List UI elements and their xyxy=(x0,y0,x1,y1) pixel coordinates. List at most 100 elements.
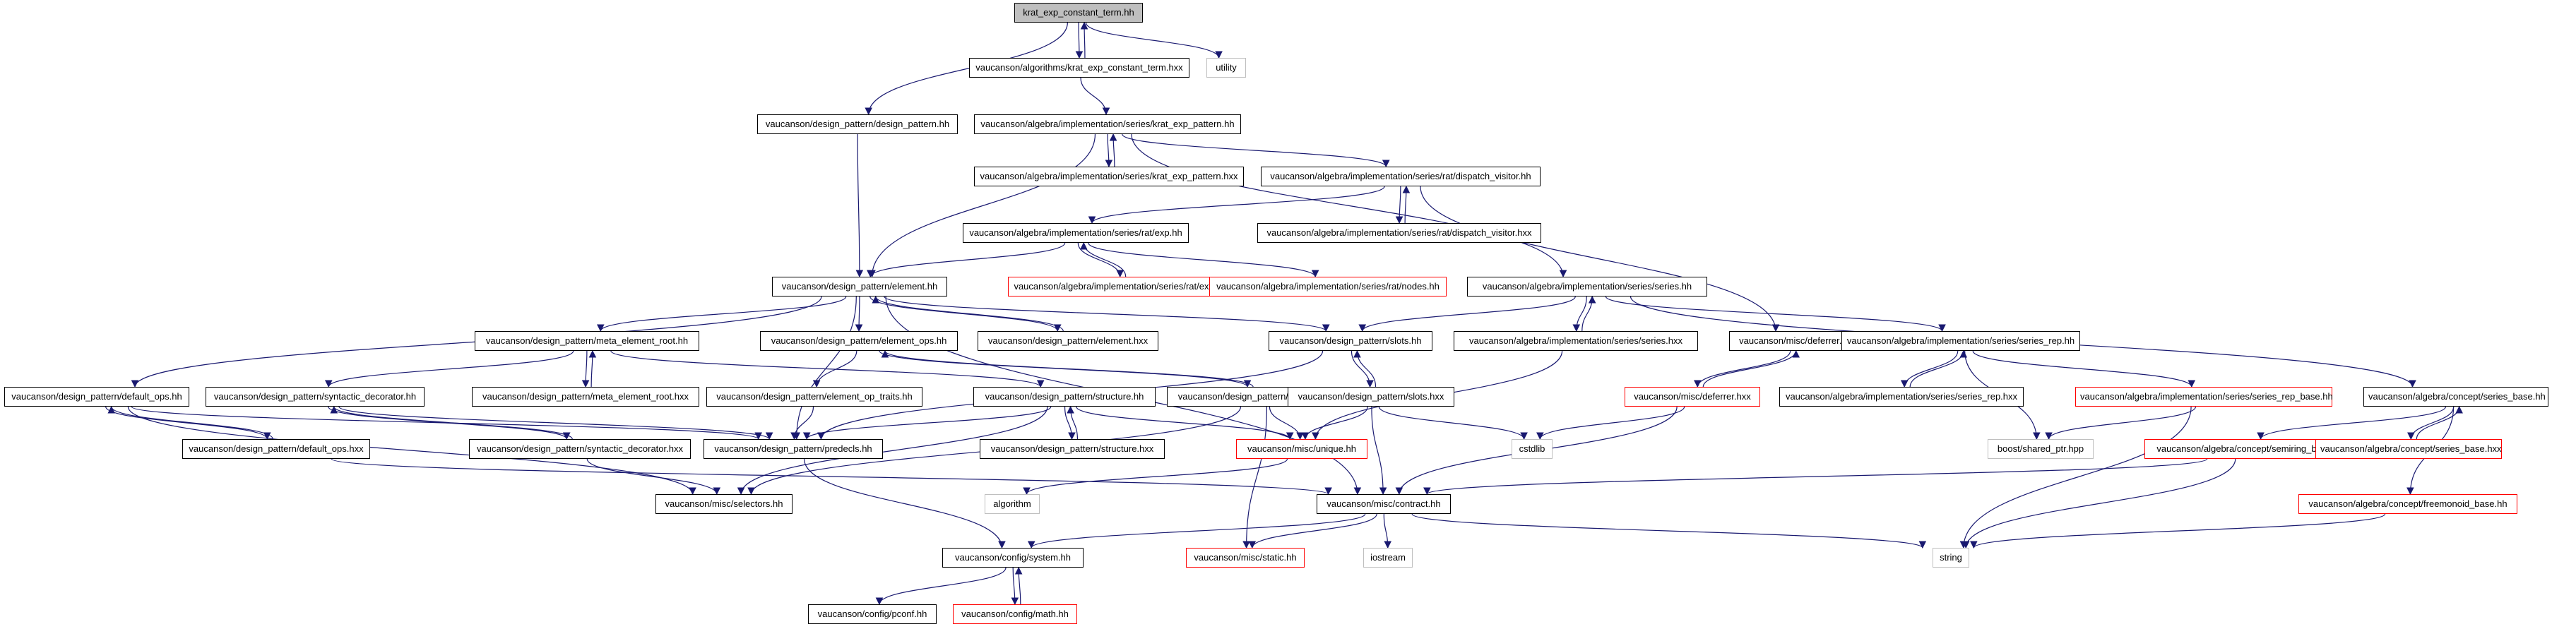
edge-dispatch-visitor-hh-to-dispatch-visitor-hxx xyxy=(1395,186,1403,224)
edge-deferrer-hxx-to-deferrer-hh xyxy=(1702,349,1800,388)
edge-predecls-hh-to-system-hh xyxy=(803,458,1006,549)
edge-contract-hh-to-string xyxy=(1411,513,1926,549)
edge-syntactic-decorator-hh-to-predecls-hh xyxy=(338,406,773,441)
node-system-hh[interactable]: vaucanson/config/system.hh xyxy=(942,548,1084,568)
edge-meta-element-root-hh-to-structure-hh xyxy=(610,350,1045,388)
edge-krat-exp-pattern-hh-to-element-hh xyxy=(868,133,1096,278)
node-math-hh[interactable]: vaucanson/config/math.hh xyxy=(953,604,1077,624)
edge-element-ops-hxx-to-static-hh xyxy=(1242,406,1267,549)
edge-series-hh-to-series-hxx xyxy=(1572,296,1587,333)
edge-krat-exp-pattern-hh-to-series-hh xyxy=(1131,133,1567,278)
edge-freemonoid-base-hh-to-string xyxy=(1970,513,2386,549)
node-default-ops-hxx[interactable]: vaucanson/design_pattern/default_ops.hxx xyxy=(182,439,370,459)
edge-krat-exp-pattern-hh-to-krat-exp-pattern-hxx xyxy=(1105,133,1113,168)
node-deferrer-hxx[interactable]: vaucanson/misc/deferrer.hxx xyxy=(1625,387,1760,407)
node-krat-exp-constant-term-hh[interactable]: krat_exp_constant_term.hh xyxy=(1014,3,1143,23)
edge-syntactic-decorator-hxx-to-selectors-hh xyxy=(586,458,721,496)
node-syntactic-decorator-hxx[interactable]: vaucanson/design_pattern/syntactic_decor… xyxy=(469,439,691,459)
node-structure-hh[interactable]: vaucanson/design_pattern/structure.hh xyxy=(973,387,1156,407)
edge-series-hh-to-slots-hh xyxy=(1358,296,1576,333)
node-static-hh[interactable]: vaucanson/misc/static.hh xyxy=(1186,548,1305,568)
edge-dispatch-visitor-hxx-to-dispatch-visitor-hh xyxy=(1402,185,1411,224)
node-unique-hh[interactable]: vaucanson/misc/unique.hh xyxy=(1236,439,1367,459)
node-algorithm: algorithm xyxy=(985,494,1040,514)
edge-default-ops-hh-to-default-ops-hxx xyxy=(105,406,271,441)
edge-krat-exp-pattern-hh-to-dispatch-visitor-hh xyxy=(1122,133,1390,168)
node-element-hxx[interactable]: vaucanson/design_pattern/element.hxx xyxy=(978,331,1158,351)
node-series-rep-hh[interactable]: vaucanson/algebra/implementation/series/… xyxy=(1841,331,2080,351)
edge-series-hh-to-series-rep-hh xyxy=(1605,296,1946,333)
node-deferrer-hh[interactable]: vaucanson/misc/deferrer.hh xyxy=(1729,331,1862,351)
node-shared-ptr: boost/shared_ptr.hpp xyxy=(1988,439,2094,459)
node-krat-exp-pattern-hxx[interactable]: vaucanson/algebra/implementation/series/… xyxy=(974,167,1244,186)
edge-unique-hh-to-algorithm xyxy=(1023,458,1288,496)
edge-syntactic-decorator-hxx-to-syntactic-decorator-hh xyxy=(330,405,573,440)
edge-series-rep-hh-to-series-rep-hxx xyxy=(1900,350,1959,388)
edge-structure-hxx-to-structure-hh xyxy=(1067,405,1079,440)
edge-dispatch-visitor-hh-to-deferrer-hh xyxy=(1420,186,1780,333)
node-structure-hxx[interactable]: vaucanson/design_pattern/structure.hxx xyxy=(980,439,1165,459)
edge-default-ops-hxx-to-contract-hh xyxy=(331,458,1332,496)
edge-slots-hxx-to-unique-hh xyxy=(1301,406,1368,441)
edge-series-hxx-to-series-hh xyxy=(1581,295,1596,332)
node-meta-element-root-hh[interactable]: vaucanson/design_pattern/meta_element_ro… xyxy=(475,331,699,351)
edge-series-base-hxx-to-series-base-hh xyxy=(2416,405,2464,440)
edge-design-pattern-hh-to-element-hh xyxy=(855,133,864,278)
node-dispatch-visitor-hh[interactable]: vaucanson/algebra/implementation/series/… xyxy=(1261,167,1541,186)
edge-element-ops-hh-to-element-op-traits-hh xyxy=(812,350,857,388)
edge-meta-element-root-hh-to-syntactic-decorator-hh xyxy=(324,350,574,388)
node-freemonoid-base-hh[interactable]: vaucanson/algebra/concept/freemonoid_bas… xyxy=(2298,494,2517,514)
node-series-base-hxx[interactable]: vaucanson/algebra/concept/series_base.hx… xyxy=(2315,439,2502,459)
node-contract-hh[interactable]: vaucanson/misc/contract.hh xyxy=(1317,494,1451,514)
edge-rat-exp-hh-to-rat-nodes-hh xyxy=(1088,242,1319,278)
node-series-rep-base-hh[interactable]: vaucanson/algebra/implementation/series/… xyxy=(2075,387,2333,407)
node-default-ops-hh[interactable]: vaucanson/design_pattern/default_ops.hh xyxy=(4,387,189,407)
edge-series-rep-base-hh-to-shared-ptr xyxy=(2045,406,2197,441)
edge-default-ops-hxx-to-default-ops-hh xyxy=(107,405,273,440)
node-element-ops-hh[interactable]: vaucanson/design_pattern/element_ops.hh xyxy=(760,331,958,351)
edge-meta-element-root-hh-to-meta-element-root-hxx xyxy=(581,350,590,388)
node-series-rep-hxx[interactable]: vaucanson/algebra/implementation/series/… xyxy=(1779,387,2024,407)
node-syntactic-decorator-hh[interactable]: vaucanson/design_pattern/syntactic_decor… xyxy=(206,387,425,407)
node-design-pattern-hh[interactable]: vaucanson/design_pattern/design_pattern.… xyxy=(757,114,958,134)
node-dispatch-visitor-hxx[interactable]: vaucanson/algebra/implementation/series/… xyxy=(1257,223,1541,243)
node-string: string xyxy=(1933,548,1969,568)
node-rat-nodes-hh[interactable]: vaucanson/algebra/implementation/series/… xyxy=(1209,277,1447,296)
edge-contract-hh-to-system-hh xyxy=(1028,513,1366,549)
edge-semiring-base-hh-to-contract-hh xyxy=(1423,458,2208,496)
node-krat-exp-pattern-hh[interactable]: vaucanson/algebra/implementation/series/… xyxy=(974,114,1241,134)
edge-rat-exp-hh-to-rat-exp-hxx xyxy=(1077,242,1124,278)
edge-series-rep-base-hh-to-string xyxy=(1959,406,2192,549)
node-slots-hh[interactable]: vaucanson/design_pattern/slots.hh xyxy=(1269,331,1432,351)
node-series-hh[interactable]: vaucanson/algebra/implementation/series/… xyxy=(1467,277,1707,296)
edge-rat-exp-hxx-to-rat-exp-hh xyxy=(1079,241,1127,277)
edge-element-hh-to-predecls-hh xyxy=(793,296,857,441)
node-rat-exp-hh[interactable]: vaucanson/algebra/implementation/series/… xyxy=(963,223,1189,243)
node-series-hxx[interactable]: vaucanson/algebra/implementation/series/… xyxy=(1454,331,1698,351)
edge-structure-hh-to-predecls-hh xyxy=(802,406,1052,441)
node-element-hh[interactable]: vaucanson/design_pattern/element.hh xyxy=(772,277,947,296)
edge-system-hh-to-math-hh xyxy=(1011,567,1019,606)
edge-element-op-traits-hh-to-predecls-hh xyxy=(790,406,814,441)
node-pconf-hh[interactable]: vaucanson/config/pconf.hh xyxy=(808,604,937,624)
edge-meta-element-root-hxx-to-meta-element-root-hh xyxy=(588,349,597,388)
node-predecls-hh[interactable]: vaucanson/design_pattern/predecls.hh xyxy=(704,439,883,459)
edge-series-base-hh-to-semiring-base-hh xyxy=(2257,406,2447,441)
edge-series-base-hh-to-series-base-hxx xyxy=(2406,406,2455,441)
edge-element-hh-to-element-ops-hh xyxy=(855,296,863,333)
node-slots-hxx[interactable]: vaucanson/design_pattern/slots.hxx xyxy=(1288,387,1454,407)
edge-element-hh-to-slots-hh xyxy=(884,296,1330,333)
edge-slots-hxx-to-cstdlib xyxy=(1378,406,1528,441)
edge-slots-hxx-to-slots-hh xyxy=(1353,349,1377,388)
node-series-base-hh[interactable]: vaucanson/algebra/concept/series_base.hh xyxy=(2363,387,2548,407)
node-alg-krat-exp-constant-term-hxx[interactable]: vaucanson/algorithms/krat_exp_constant_t… xyxy=(969,58,1189,78)
edge-krat-exp-constant-term-hh-to-utility xyxy=(1085,22,1223,59)
node-rat-exp-hxx[interactable]: vaucanson/algebra/implementation/series/… xyxy=(1008,277,1237,296)
edge-alg-krat-exp-constant-term-hxx-to-krat-exp-constant-term-hh xyxy=(1080,21,1088,59)
node-meta-element-root-hxx[interactable]: vaucanson/design_pattern/meta_element_ro… xyxy=(472,387,699,407)
node-selectors-hh[interactable]: vaucanson/misc/selectors.hh xyxy=(655,494,793,514)
node-utility: utility xyxy=(1206,58,1246,78)
node-element-op-traits-hh[interactable]: vaucanson/design_pattern/element_op_trai… xyxy=(706,387,922,407)
